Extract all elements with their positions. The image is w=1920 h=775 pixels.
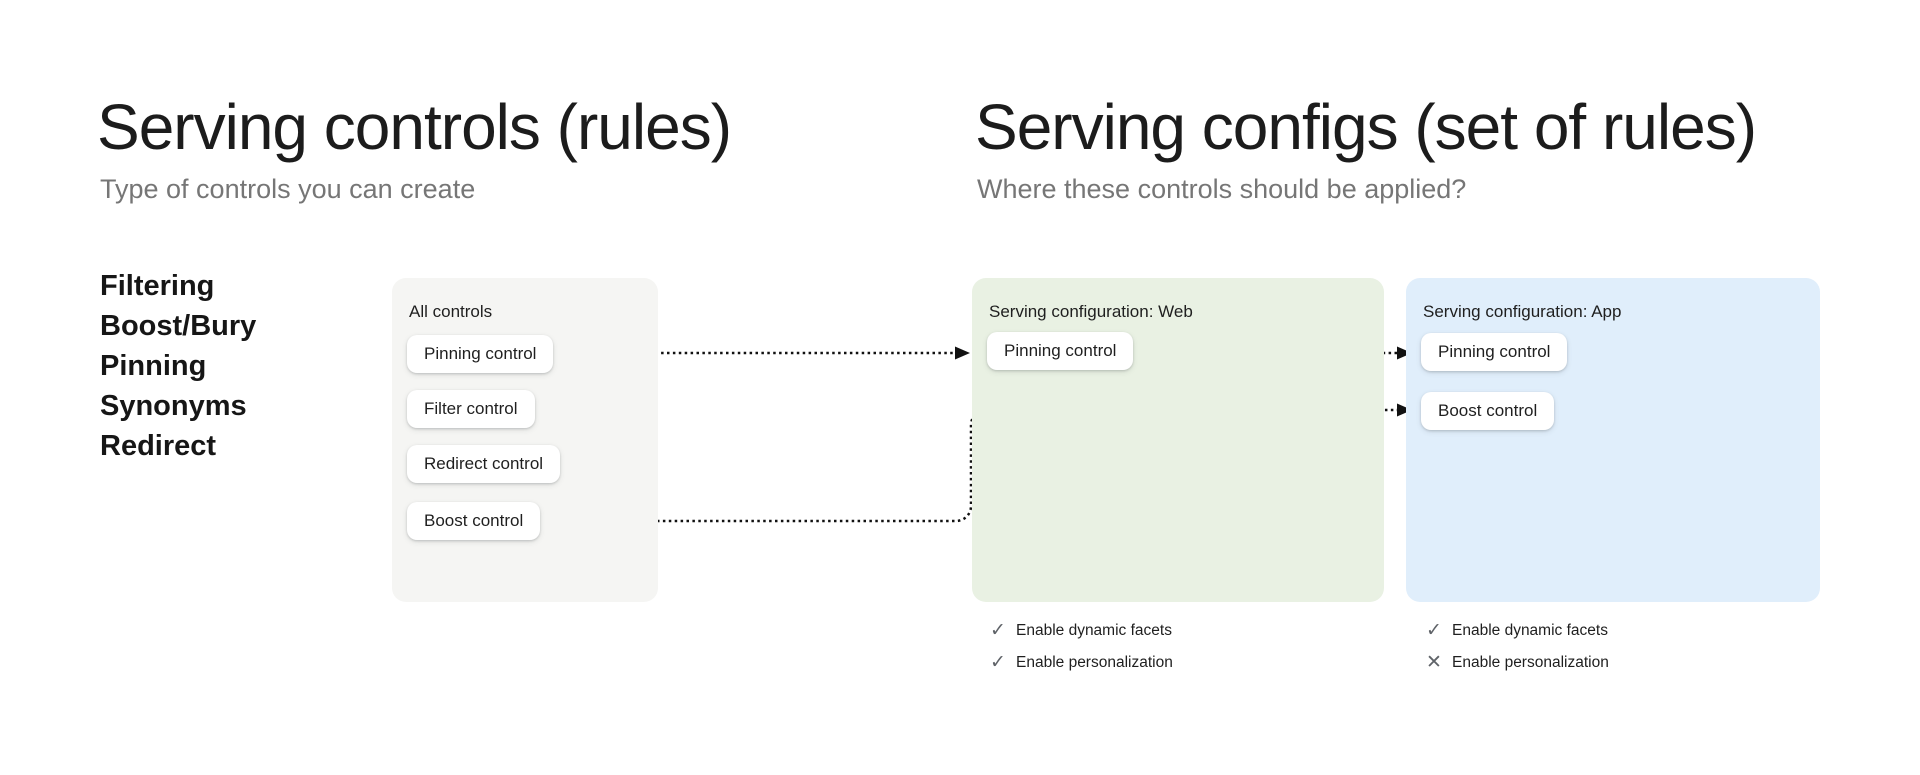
all-controls-card: All controls Pinning control Filter cont… (392, 278, 658, 602)
control-type-boost-bury: Boost/Bury (100, 310, 257, 342)
filter-control-chip[interactable]: Filter control (407, 390, 535, 428)
control-type-filtering: Filtering (100, 270, 215, 302)
app-config-card-title: Serving configuration: App (1423, 302, 1622, 321)
web-pinning-control-chip[interactable]: Pinning control (987, 332, 1134, 370)
feature-label: Enable personalization (1452, 654, 1609, 671)
redirect-control-chip[interactable]: Redirect control (407, 445, 561, 483)
web-feature-list: ✓ Enable dynamic facets ✓ Enable persona… (990, 619, 1173, 683)
control-type-pinning: Pinning (100, 350, 207, 382)
feature-label: Enable dynamic facets (1016, 622, 1172, 639)
control-type-redirect: Redirect (100, 430, 217, 462)
right-section-subtitle: Where these controls should be applied? (977, 174, 1467, 204)
feature-label: Enable dynamic facets (1452, 622, 1608, 639)
app-feature-list: ✓ Enable dynamic facets ✕ Enable persona… (1426, 619, 1609, 683)
check-icon: ✓ (990, 620, 1006, 641)
feature-label: Enable personalization (1016, 654, 1173, 671)
web-config-card: Serving configuration: Web Pinning contr… (972, 278, 1384, 602)
cross-icon: ✕ (1426, 652, 1442, 673)
check-icon: ✓ (1426, 620, 1442, 641)
left-section-subtitle: Type of controls you can create (100, 174, 476, 204)
app-config-card: Serving configuration: App Pinning contr… (1406, 278, 1820, 602)
control-type-synonyms: Synonyms (100, 390, 247, 422)
web-config-card-title: Serving configuration: Web (989, 302, 1193, 321)
app-feature-dynamic-facets: ✓ Enable dynamic facets (1426, 619, 1609, 643)
web-feature-personalization: ✓ Enable personalization (990, 651, 1173, 675)
check-icon: ✓ (990, 652, 1006, 673)
app-feature-personalization: ✕ Enable personalization (1426, 651, 1609, 675)
right-section-title: Serving configs (set of rules) (975, 91, 1757, 163)
pinning-control-chip[interactable]: Pinning control (407, 335, 554, 373)
control-type-list: Filtering Boost/Bury Pinning Synonyms Re… (100, 266, 256, 466)
web-feature-dynamic-facets: ✓ Enable dynamic facets (990, 619, 1173, 643)
app-pinning-control-chip[interactable]: Pinning control (1421, 333, 1568, 371)
left-section-title: Serving controls (rules) (97, 91, 732, 163)
all-controls-card-title: All controls (409, 302, 493, 321)
boost-control-chip[interactable]: Boost control (407, 502, 541, 540)
app-boost-control-chip[interactable]: Boost control (1421, 392, 1555, 430)
